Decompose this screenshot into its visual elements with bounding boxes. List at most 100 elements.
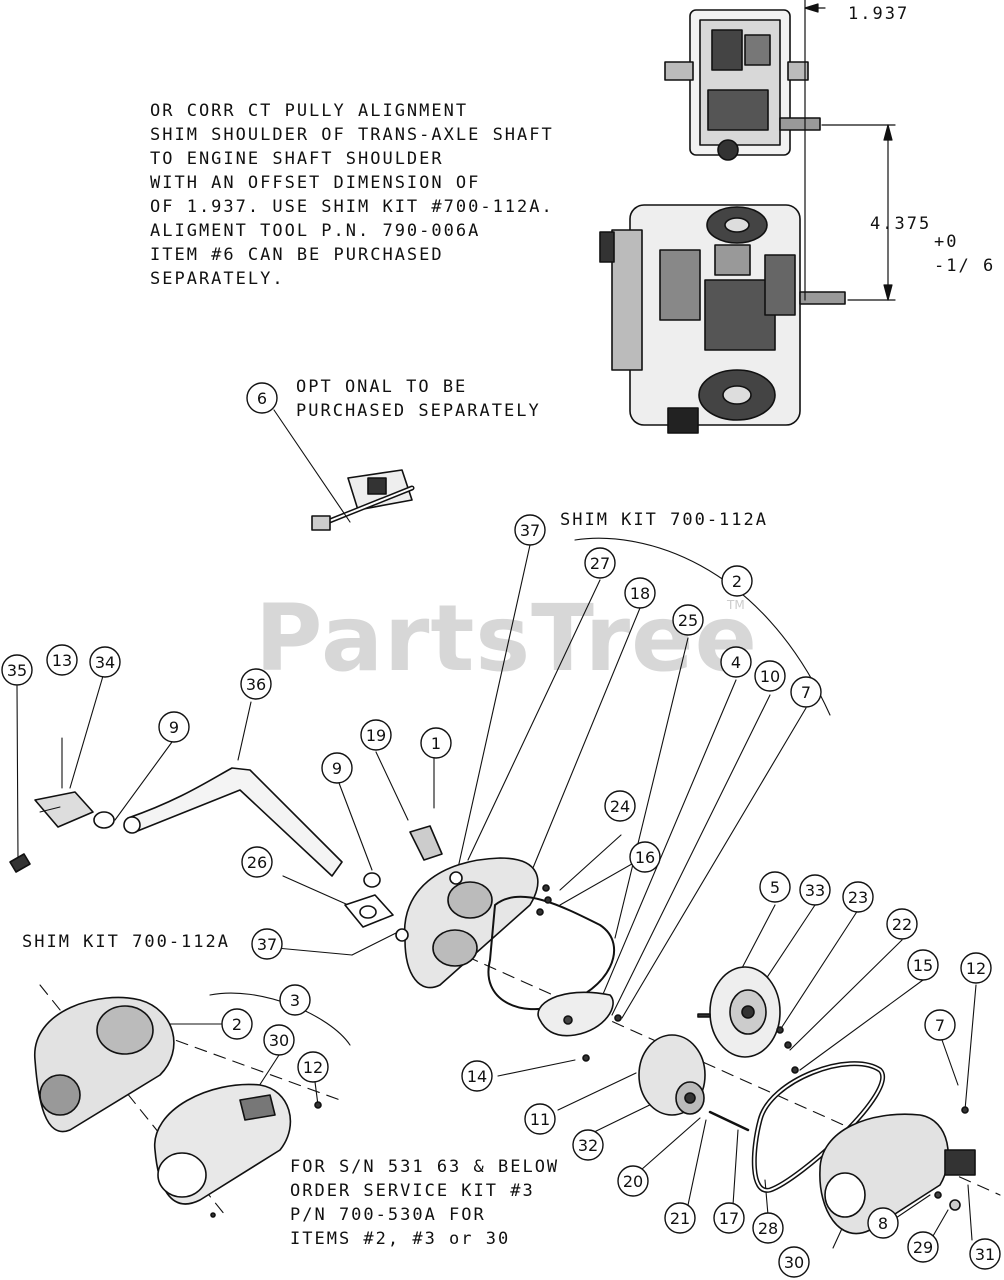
callout-bubble <box>624 577 656 609</box>
callout-bubble <box>360 719 392 751</box>
callout-c26: 26 <box>241 846 273 878</box>
callout-bubble <box>960 952 992 984</box>
callout-number: 2 <box>232 1015 242 1034</box>
callout-number: 21 <box>670 1209 690 1228</box>
callout-c7b: 7 <box>924 1009 956 1041</box>
callout-c22: 22 <box>886 908 918 940</box>
callout-bubble <box>799 874 831 906</box>
callout-c25: 25 <box>672 604 704 636</box>
callout-number: 15 <box>913 956 933 975</box>
dimension-lines <box>804 0 896 301</box>
callout-number: 9 <box>169 718 179 737</box>
callout-bubble <box>89 646 121 678</box>
callout-number: 30 <box>269 1031 289 1050</box>
hardware-drawing <box>210 884 969 1218</box>
callout-c9b: 9 <box>321 752 353 784</box>
callout-number: 37 <box>520 521 540 540</box>
callout-c23: 23 <box>842 881 874 913</box>
callout-bubble <box>752 1212 784 1244</box>
callout-number: 2 <box>732 572 742 591</box>
inner-cover-drawing <box>395 825 539 989</box>
callout-c7a: 7 <box>790 676 822 708</box>
alignment-note: OR CORR CT PULLY ALIGNMENT SHIM SHOULDER… <box>150 101 554 289</box>
callout-number: 4 <box>731 653 741 672</box>
callout-number: 31 <box>975 1245 995 1264</box>
callout-bubble <box>664 1202 696 1234</box>
callout-number: 11 <box>530 1110 550 1129</box>
callout-number: 13 <box>52 651 72 670</box>
old-cover-set-drawing <box>34 996 292 1205</box>
callout-bubble <box>584 547 616 579</box>
callout-number: 30 <box>784 1253 804 1272</box>
callout-bubble <box>461 1060 493 1092</box>
callout-c2b: 2 <box>221 1008 253 1040</box>
exhaust-parts-drawing <box>9 767 381 888</box>
callout-number: 24 <box>610 797 630 816</box>
callout-number: 16 <box>635 848 655 867</box>
alignment-tool-drawing <box>311 469 415 531</box>
callout-number: 18 <box>630 584 650 603</box>
callout-number: 29 <box>913 1238 933 1257</box>
callout-c1: 1 <box>420 727 452 759</box>
callout-bubble <box>240 668 272 700</box>
cover-seal-drawing <box>487 895 616 1011</box>
callout-number: 20 <box>623 1172 643 1191</box>
callout-c8: 8 <box>867 1207 899 1239</box>
watermark-trademark: TM <box>727 598 745 612</box>
callout-number: 26 <box>247 853 267 872</box>
callout-number: 32 <box>578 1136 598 1155</box>
callout-bubble <box>842 881 874 913</box>
callout-bubble <box>279 984 311 1016</box>
callout-bubble <box>158 711 190 743</box>
callout-c36: 36 <box>240 668 272 700</box>
transaxle-drawing <box>664 9 821 161</box>
callout-c14: 14 <box>461 1060 493 1092</box>
engine-drawing <box>599 204 846 434</box>
callout-bubble <box>790 676 822 708</box>
exhaust-gasket-drawing <box>344 894 394 928</box>
callout-number: 5 <box>770 878 780 897</box>
callout-c34: 34 <box>89 646 121 678</box>
callout-number: 33 <box>805 881 825 900</box>
callout-c21: 21 <box>664 1202 696 1234</box>
callout-number: 17 <box>719 1209 739 1228</box>
callout-number: 1 <box>431 734 441 753</box>
drive-belt-drawing <box>751 1061 886 1193</box>
leader-lines <box>16 409 977 1249</box>
callout-c12b: 12 <box>297 1051 329 1083</box>
callout-bubble <box>524 1103 556 1135</box>
callout-number: 10 <box>760 667 780 686</box>
callout-bubble <box>263 1024 295 1056</box>
callout-number: 22 <box>892 915 912 934</box>
offset-dimension: 1.937 <box>848 4 910 24</box>
callout-bubble <box>617 1165 649 1197</box>
callout-bubble <box>907 1231 939 1263</box>
shim-kit-label-top: SHIM KIT 700-112A <box>560 510 768 530</box>
callout-number: 25 <box>678 611 698 630</box>
callout-bubble <box>867 1207 899 1239</box>
callout-c4: 4 <box>720 646 752 678</box>
callout-bubble <box>572 1129 604 1161</box>
callout-bubble <box>604 790 636 822</box>
callout-number: 34 <box>95 653 115 672</box>
callout-bubble <box>321 752 353 784</box>
callout-c3: 3 <box>279 984 311 1016</box>
callout-number: 7 <box>935 1016 945 1035</box>
callout-bubble <box>297 1051 329 1083</box>
tolerance-minus: -1/ 6 <box>934 256 996 276</box>
callout-bubble <box>713 1202 745 1234</box>
callout-number: 37 <box>257 935 277 954</box>
callout-bubble <box>969 1238 1001 1270</box>
callout-bubble <box>241 846 273 878</box>
callout-bubble <box>721 565 753 597</box>
callout-c11: 11 <box>524 1103 556 1135</box>
callout-c15: 15 <box>907 949 939 981</box>
callout-bubble <box>886 908 918 940</box>
callout-number: 35 <box>7 661 27 680</box>
shim-kit-label-left: SHIM KIT 700-112A <box>22 932 230 952</box>
callout-number: 12 <box>303 1058 323 1077</box>
callout-c30b: 30 <box>778 1246 810 1278</box>
